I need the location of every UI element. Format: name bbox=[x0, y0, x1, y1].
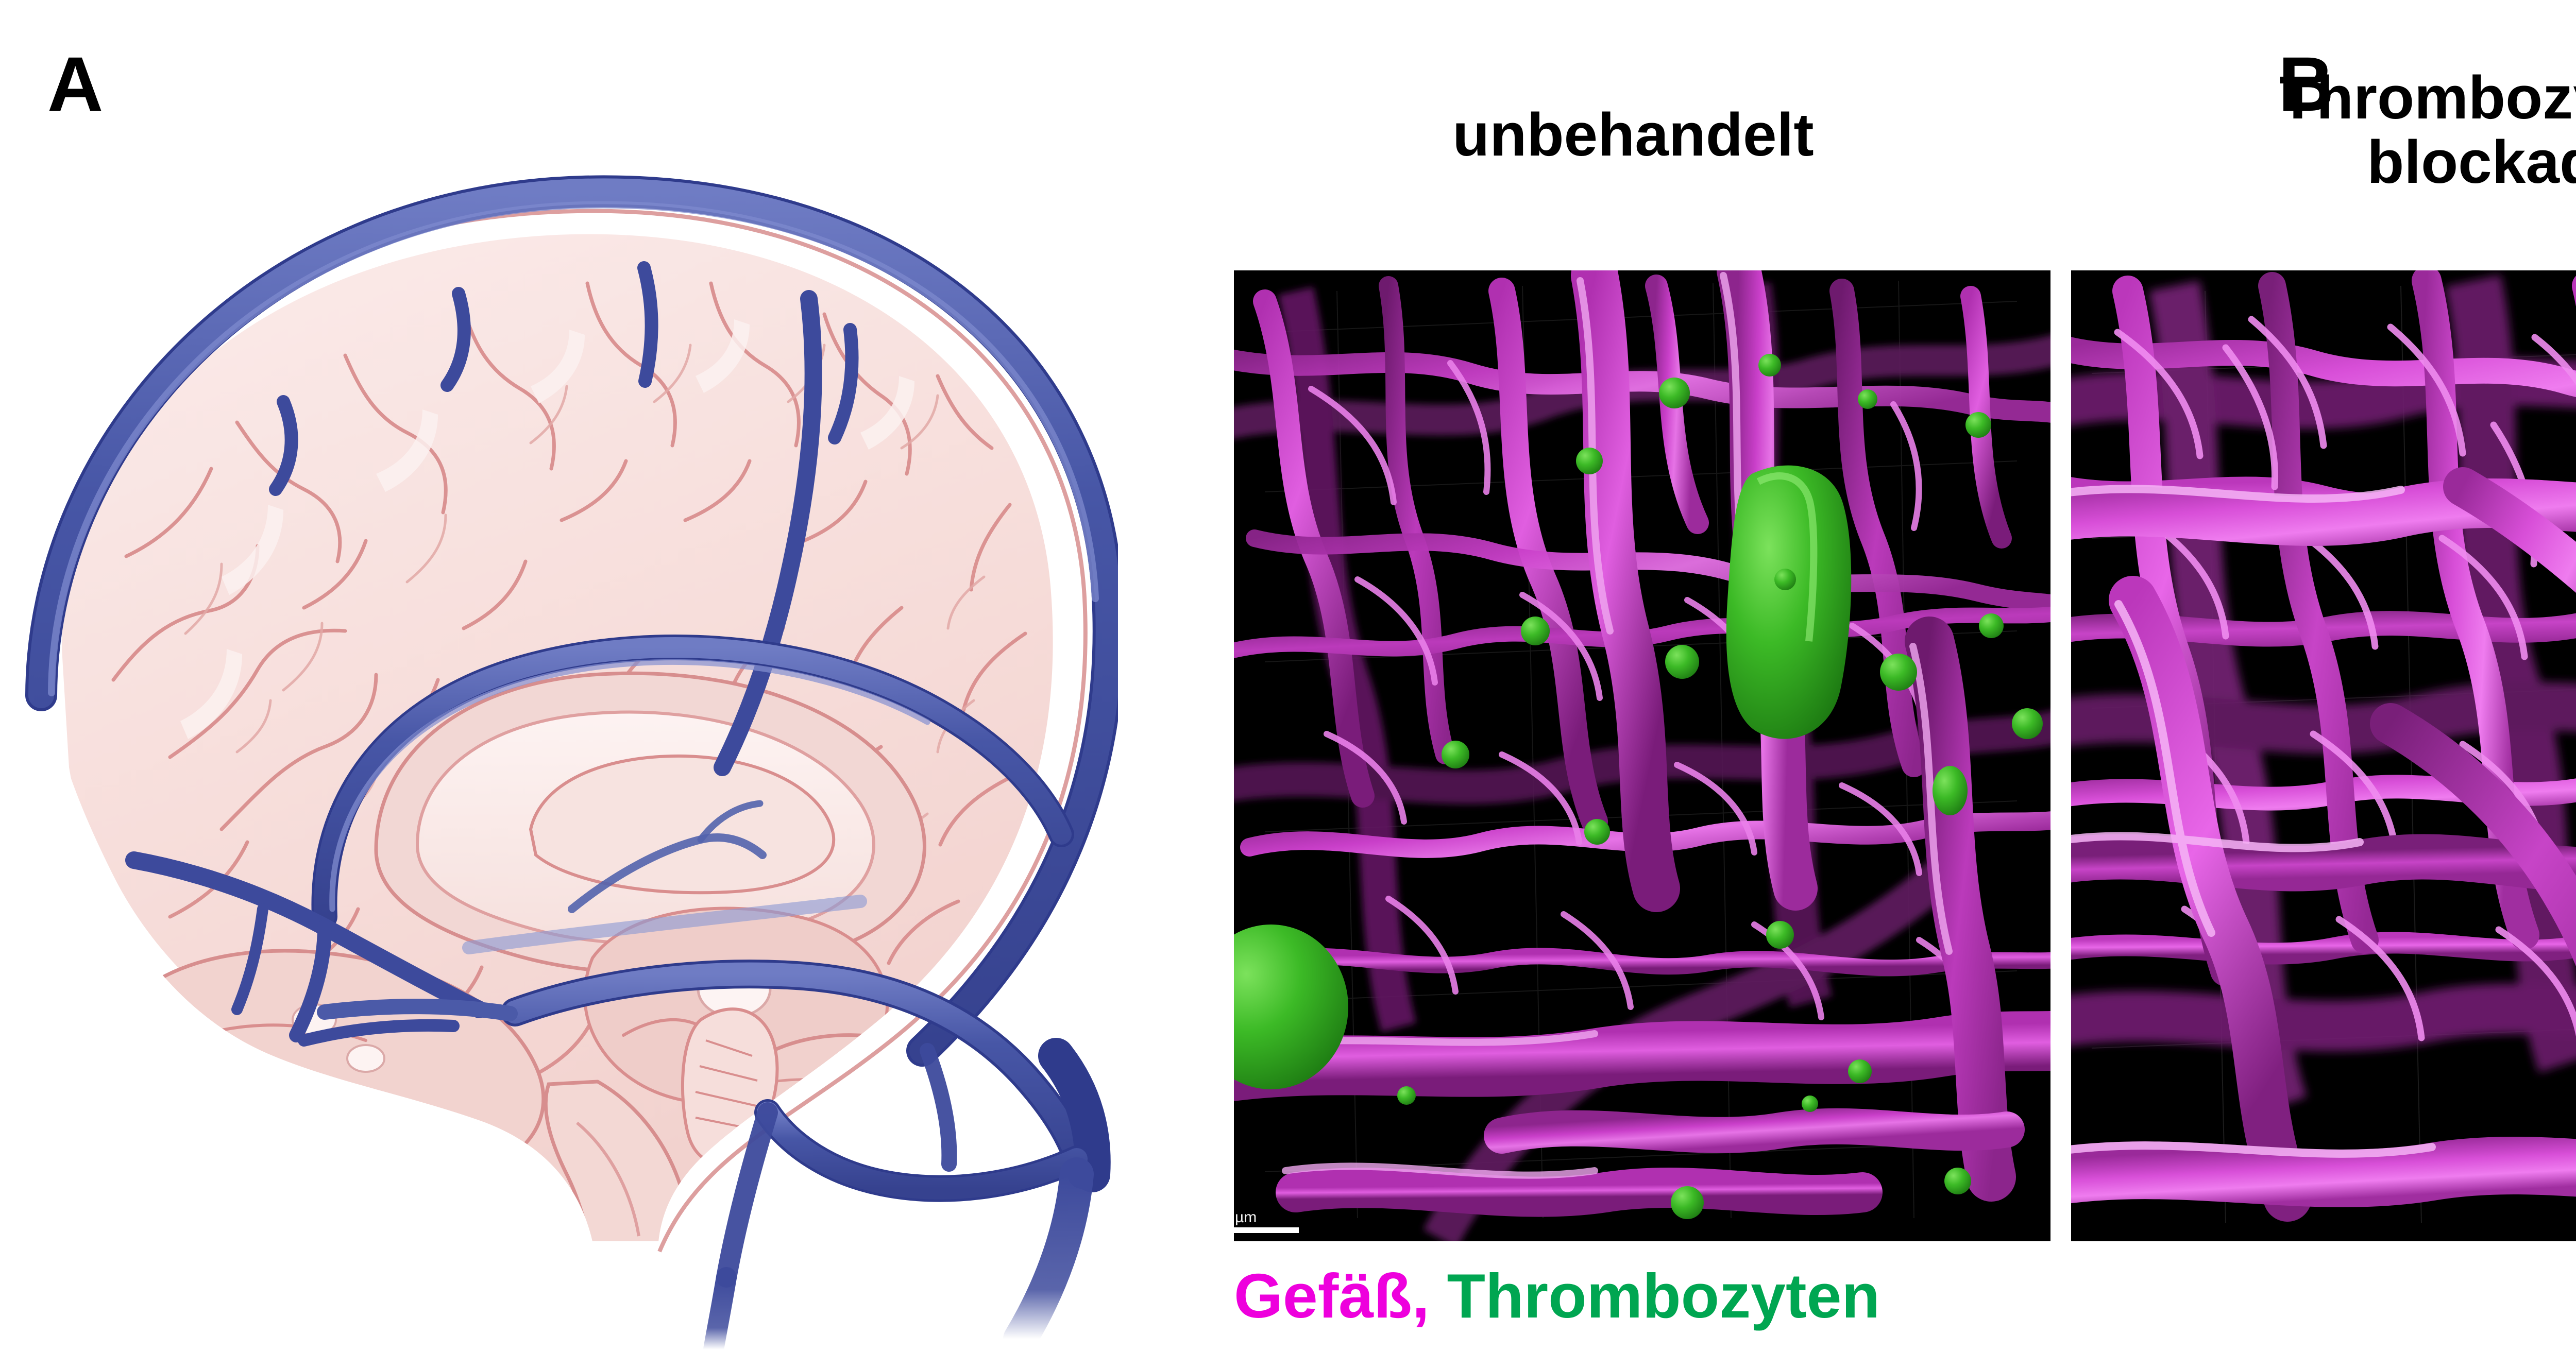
brain-illustration bbox=[25, 175, 1118, 1349]
legend-separator: , bbox=[1412, 1261, 1447, 1331]
internal-cerebral-vein bbox=[462, 895, 867, 954]
micrograph-legend: Gefäß, Thrombozyten bbox=[1234, 1264, 1880, 1327]
capillaries bbox=[1308, 360, 1989, 1036]
legend-platelet-label: Thrombozyten bbox=[1447, 1261, 1880, 1331]
legend-vessel-label: Gefäß bbox=[1234, 1261, 1412, 1331]
panel-b-label: B bbox=[2278, 41, 2334, 127]
micrograph-title-platelet-blockade: Thrombozyten- blockade bbox=[2071, 64, 2576, 197]
vessels-foreground bbox=[2071, 467, 2576, 1222]
panel-a: A bbox=[0, 0, 1133, 1369]
micrograph-title-untreated: unbehandelt bbox=[1452, 101, 1814, 169]
micrograph-title-line-1: Thrombozyten- bbox=[2279, 64, 2576, 132]
scale-bar: µm bbox=[1234, 1209, 1299, 1233]
platelet-aggregate bbox=[1234, 925, 1348, 1089]
dural-venous-sinuses bbox=[25, 175, 1118, 1349]
brainstem bbox=[544, 1080, 696, 1241]
vessels-foreground bbox=[1234, 270, 2050, 1217]
panel-a-label: A bbox=[47, 41, 104, 127]
scale-bar-label: µm bbox=[1235, 1209, 1257, 1226]
corpus-callosum bbox=[374, 671, 926, 976]
micrograph-untreated: µm bbox=[1234, 270, 2050, 1241]
platelets bbox=[1234, 354, 2043, 1219]
platelet-large bbox=[1726, 465, 1852, 739]
panel-b: B unbehandelt Thrombozyten- blockade bbox=[1133, 0, 2576, 1369]
brain-body bbox=[62, 234, 1053, 1241]
bridging-vein bbox=[714, 290, 822, 776]
thalamostriate-vein bbox=[568, 833, 767, 913]
vessel-highlights bbox=[2071, 485, 2436, 1158]
scale-bar-line bbox=[1234, 1227, 1299, 1233]
jugular-vein bbox=[1003, 1157, 1094, 1349]
occipital-sinus bbox=[920, 1043, 957, 1172]
sphenoparietal-sinus bbox=[317, 999, 518, 1021]
micrograph-title-line-2: blockade bbox=[2367, 128, 2576, 197]
confluence-of-sinuses bbox=[1038, 1038, 1111, 1192]
micrograph-platelet-blockade bbox=[2071, 270, 2576, 1241]
